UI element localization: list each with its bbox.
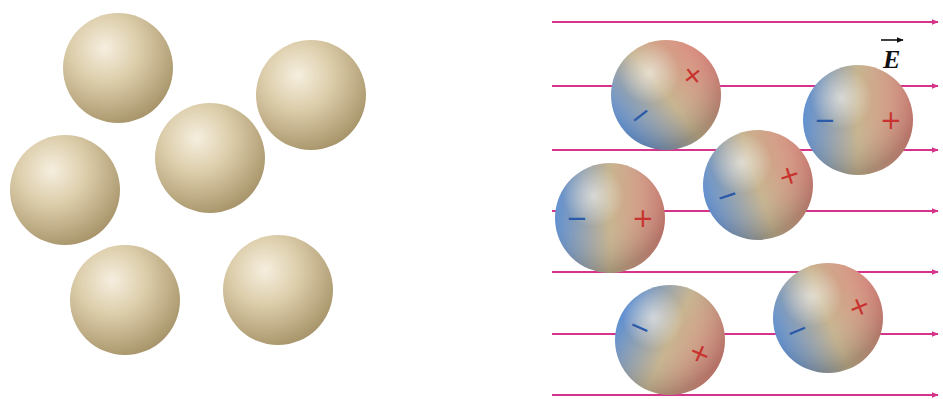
sphere-shading bbox=[803, 65, 913, 175]
sphere-shading bbox=[615, 285, 725, 395]
sphere-shading bbox=[773, 263, 883, 373]
sphere-shading bbox=[611, 40, 721, 150]
positive-charge: + bbox=[880, 107, 902, 133]
sphere-body bbox=[615, 285, 725, 395]
field-line bbox=[552, 21, 938, 23]
sphere-shape bbox=[611, 40, 721, 150]
field-lines bbox=[552, 22, 938, 395]
sphere-body bbox=[611, 40, 721, 150]
unpolarized-spheres bbox=[10, 13, 366, 355]
neutral-sphere bbox=[223, 235, 333, 345]
polarized-sphere: −+ bbox=[611, 40, 721, 150]
polarized-sphere: −+ bbox=[803, 65, 913, 175]
field-symbol: E bbox=[883, 47, 900, 73]
negative-charge: − bbox=[814, 107, 836, 133]
sphere-body bbox=[773, 263, 883, 373]
neutral-sphere bbox=[63, 13, 173, 123]
sphere-shading bbox=[555, 163, 665, 273]
sphere-body bbox=[555, 163, 665, 273]
sphere-shape bbox=[615, 285, 725, 395]
field-line bbox=[552, 394, 938, 396]
sphere-body bbox=[803, 65, 913, 175]
positive-charge: + bbox=[632, 205, 654, 231]
neutral-sphere bbox=[10, 135, 120, 245]
neutral-sphere bbox=[256, 40, 366, 150]
sphere-shading bbox=[703, 130, 813, 240]
polarized-sphere: −+ bbox=[703, 130, 813, 240]
polarized-sphere: −+ bbox=[555, 163, 665, 273]
vector-arrow bbox=[881, 39, 903, 41]
polarized-sphere: −+ bbox=[615, 285, 725, 395]
polarized-sphere: −+ bbox=[773, 263, 883, 373]
neutral-sphere bbox=[70, 245, 180, 355]
neutral-sphere bbox=[155, 103, 265, 213]
sphere-body bbox=[703, 130, 813, 240]
negative-charge: − bbox=[566, 205, 588, 231]
